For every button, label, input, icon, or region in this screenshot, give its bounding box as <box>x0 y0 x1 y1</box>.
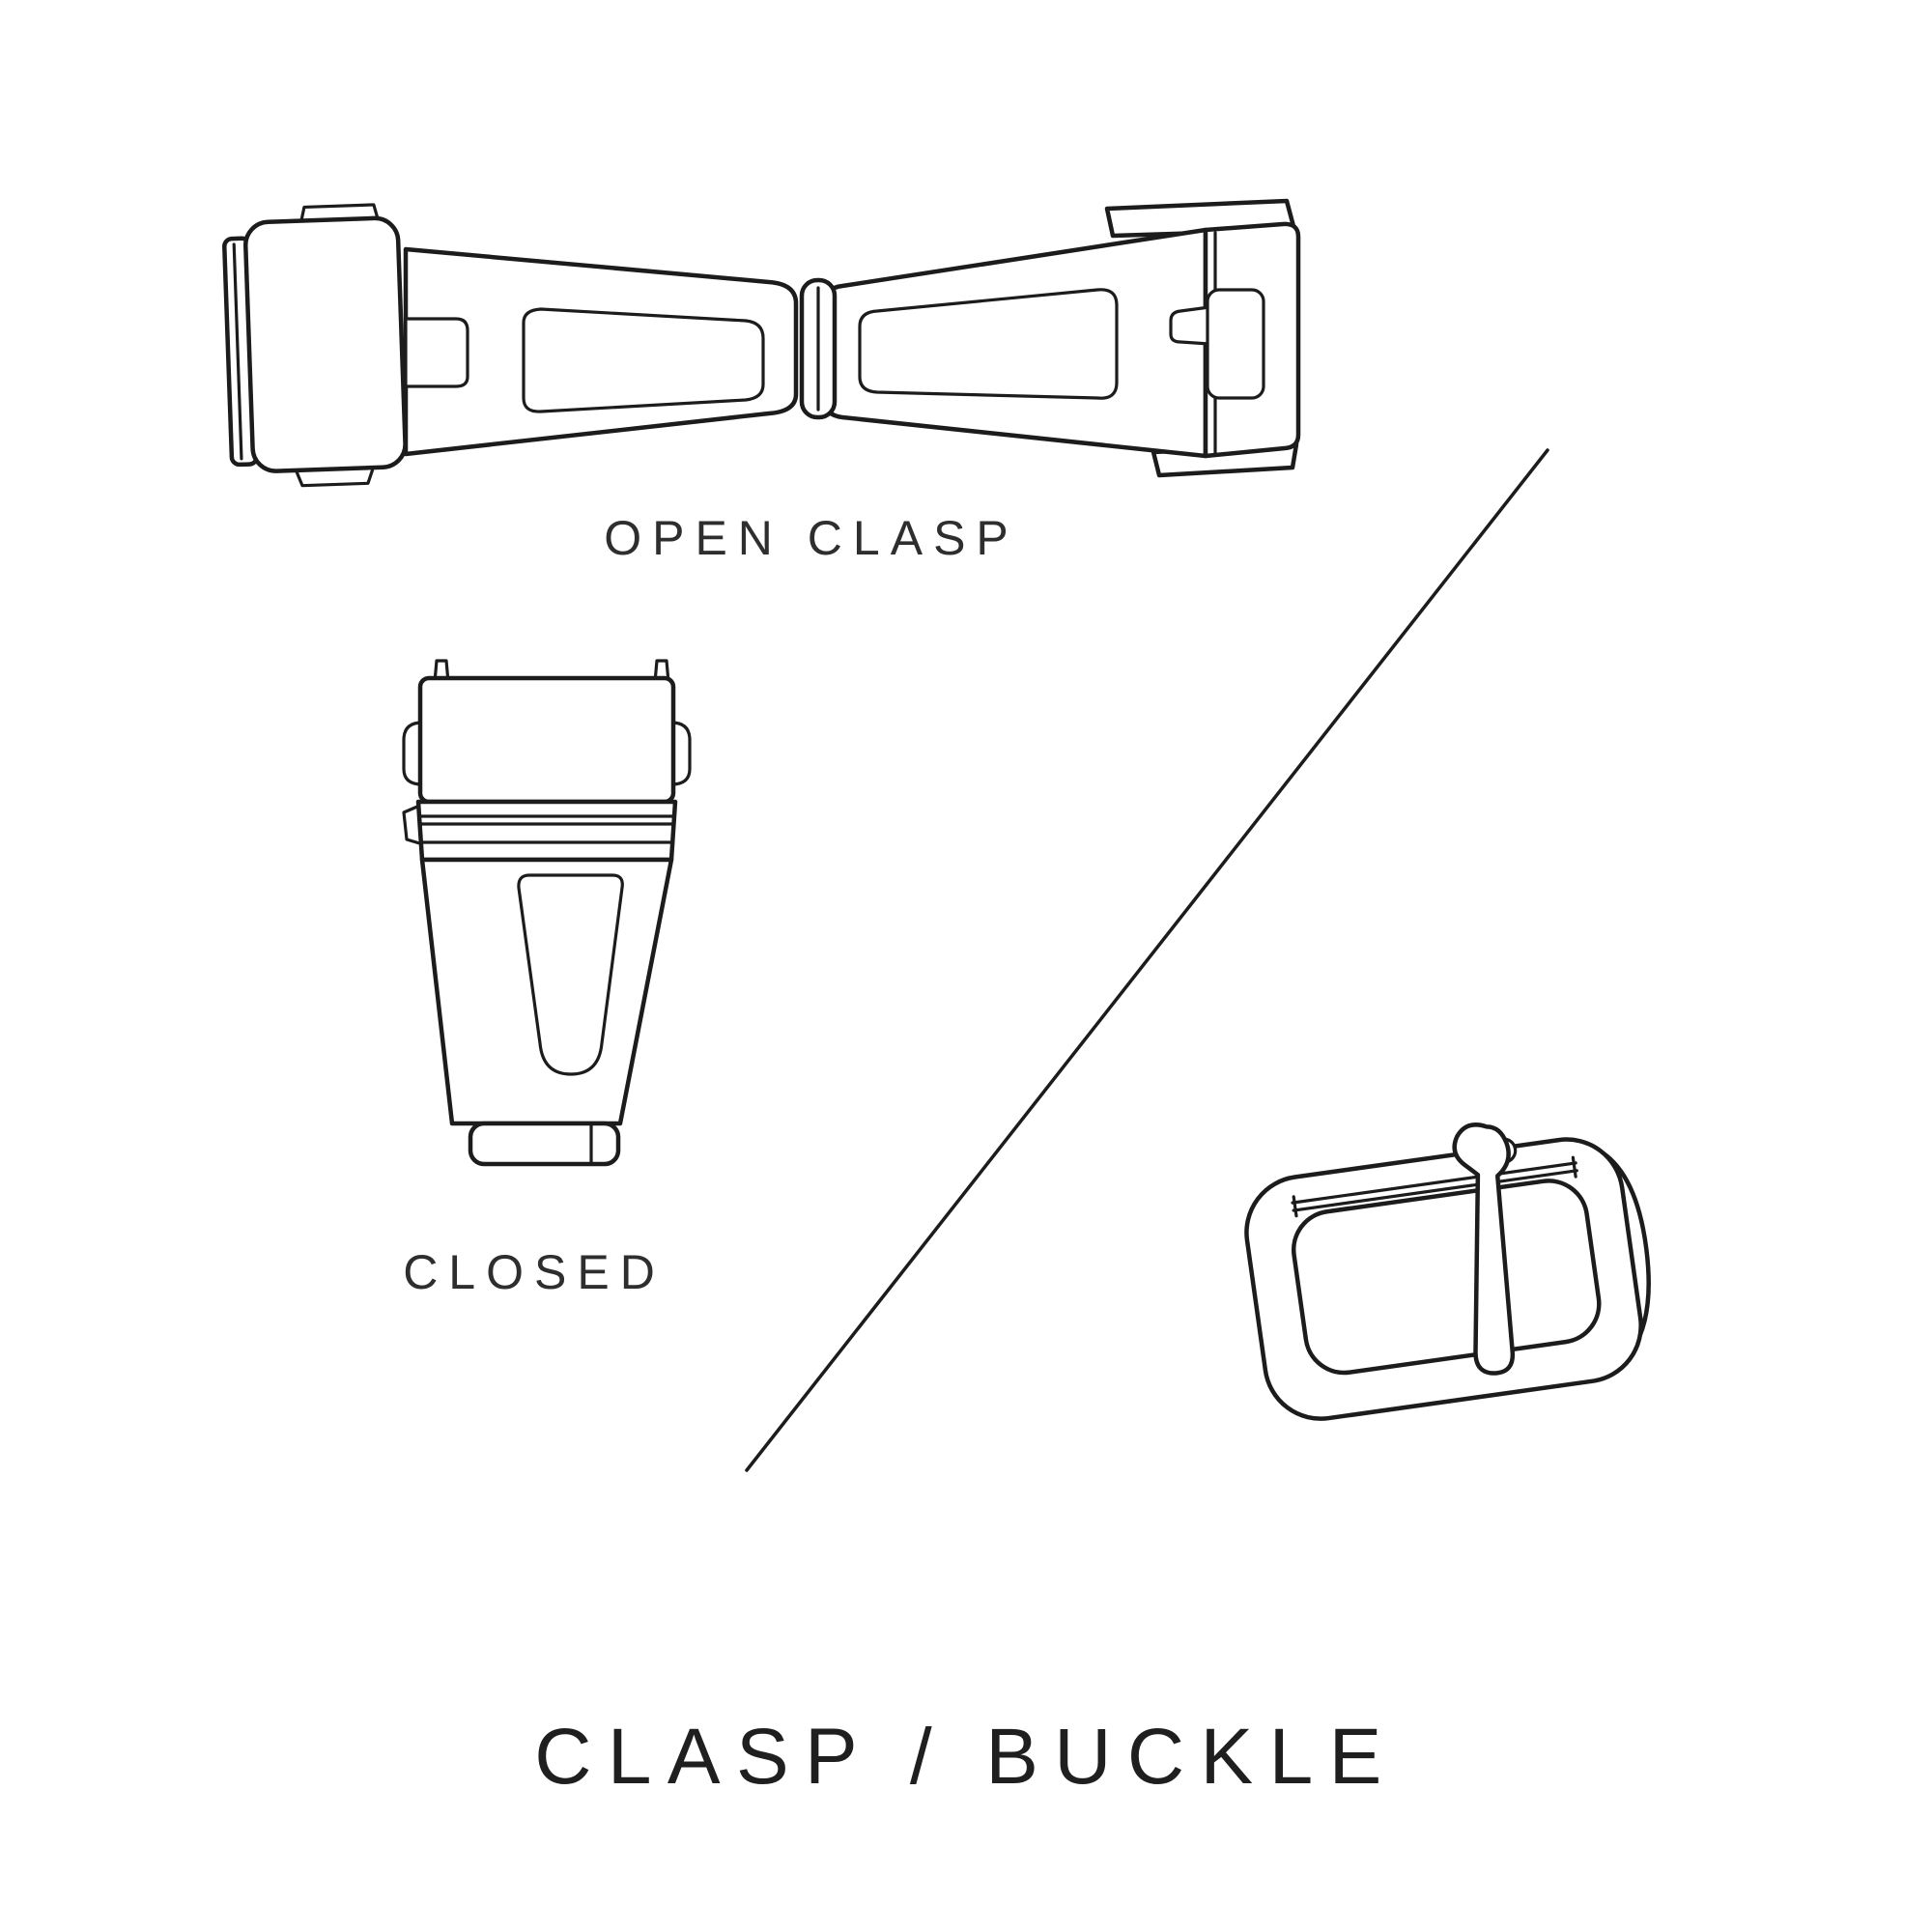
open-clasp-label: OPEN CLASP <box>604 511 1019 565</box>
closed-label: CLOSED <box>403 1245 666 1299</box>
open-clasp-illustration <box>222 198 1301 488</box>
diagram-title: CLASP / BUCKLE <box>534 1713 1398 1801</box>
buckle-spring-bar <box>1291 1161 1577 1205</box>
buckle-tang-pin <box>1452 1122 1516 1376</box>
closed-clasp-slot <box>517 873 624 1076</box>
closed-clasp-illustration <box>402 659 692 1167</box>
right-blade-slot <box>858 288 1119 400</box>
left-blade-notch <box>404 317 469 388</box>
clasp-end-link <box>222 203 408 488</box>
buckle-illustration <box>1244 1122 1651 1421</box>
clasp-catch <box>1169 305 1211 346</box>
left-blade-slot <box>522 307 765 413</box>
divider-line <box>745 448 1549 1472</box>
